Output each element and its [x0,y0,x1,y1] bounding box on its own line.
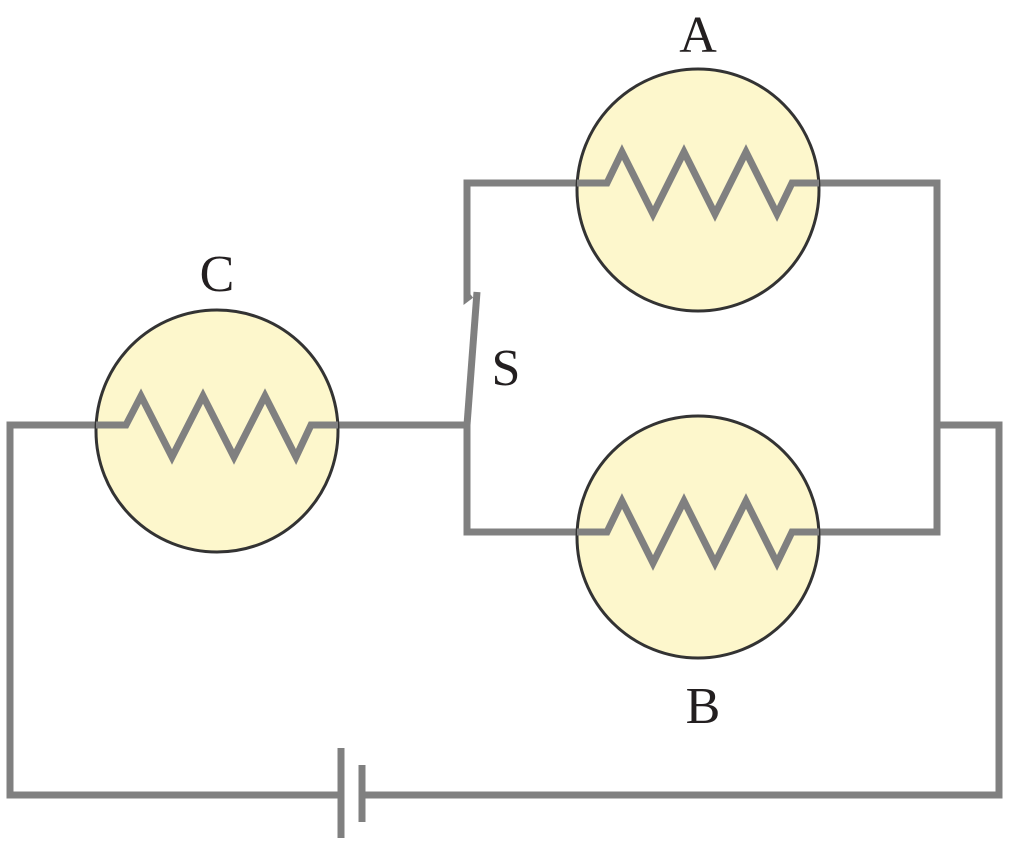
bulb-a-filament [577,144,819,222]
label-s: S [492,340,521,397]
wires [6,179,1003,799]
switch-s [463,291,481,426]
battery [337,748,366,838]
bulb-a-glass [575,67,821,313]
upper-branch-wire [463,179,577,305]
left-wire [6,421,338,799]
lower-branch-wire [463,425,577,536]
bulb-c-filament [96,388,338,465]
bulb-a [575,67,821,313]
bulb-b [575,414,821,660]
bulb-c [94,308,340,554]
bulb-b-glass [575,414,821,660]
label-c: C [200,246,235,303]
right-junction-wire [819,179,941,536]
label-a: A [679,7,717,64]
bulb-b-filament [577,493,819,571]
right-wire [364,421,1003,799]
label-b: B [686,678,721,735]
